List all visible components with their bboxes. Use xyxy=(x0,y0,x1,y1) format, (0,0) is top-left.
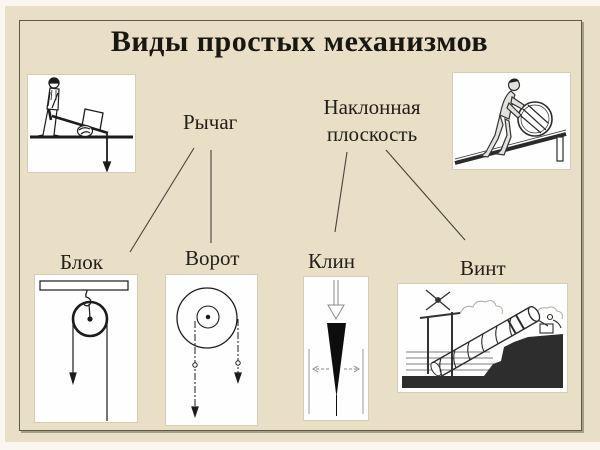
connector-incline-to-screw xyxy=(385,149,466,241)
label-inclined-plane: Наклонная плоскость xyxy=(322,94,422,148)
wheel-and-axle-diagram-icon xyxy=(176,287,242,419)
wedge-splitting-diagram-icon xyxy=(308,280,364,416)
inclined-plane-illustration xyxy=(453,73,570,169)
slide-frame xyxy=(19,20,582,431)
connector-lines xyxy=(129,147,466,253)
label-screw: Винт xyxy=(460,256,506,280)
slide-title: Виды простых механизмов xyxy=(110,25,489,58)
fixed-pulley-diagram-icon xyxy=(39,280,129,421)
man-lifting-box-with-lever-icon xyxy=(30,77,133,172)
label-pulley: Блок xyxy=(60,250,103,274)
pulley-illustration xyxy=(35,275,137,422)
lever-illustration xyxy=(28,75,135,172)
connector-incline-to-wedge xyxy=(334,151,348,233)
label-inclined-plane-line1: Наклонная xyxy=(323,95,421,119)
slide: Виды простых механизмов xyxy=(5,6,600,442)
wedge-illustration xyxy=(304,277,368,420)
screw-illustration xyxy=(398,284,567,392)
label-windlass: Ворот xyxy=(185,246,240,270)
windlass-illustration xyxy=(166,275,257,425)
archimedes-screw-machine-icon xyxy=(402,289,563,388)
label-lever: Рычаг xyxy=(183,110,238,134)
label-inclined-plane-line2: плоскость xyxy=(326,122,418,146)
connector-lever-to-pulley xyxy=(129,147,195,253)
man-rolling-barrel-up-incline-icon xyxy=(454,78,567,165)
label-wedge: Клин xyxy=(308,249,355,273)
